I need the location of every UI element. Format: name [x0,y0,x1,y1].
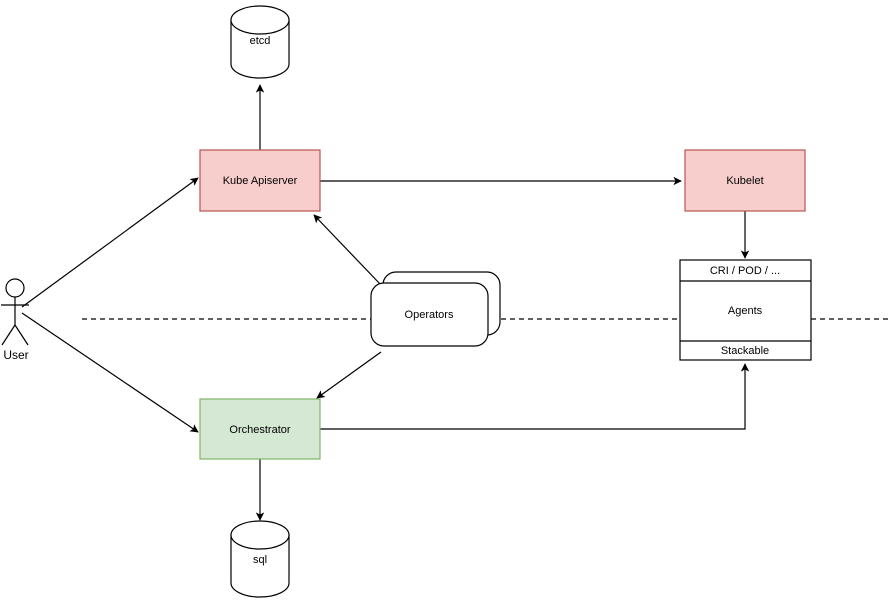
node-kubelet-label: Kubelet [726,175,763,187]
node-operators-label: Operators [405,309,454,321]
user-head-icon [5,278,25,298]
node-user[interactable]: User [1,278,29,362]
node-agents-cri-label: CRI / POD / ... [710,265,780,277]
node-orchestrator-label: Orchestrator [229,424,290,436]
operators-front-card [370,282,489,347]
node-etcd-label: etcd [250,35,271,47]
node-operators[interactable]: Operators [370,271,501,347]
node-kube-apiserver-label: Kube Apiserver [223,175,298,187]
edge-user-to-orchestrator [21,312,199,433]
edge-operators-to-orchestrator [316,351,382,399]
node-sql-label: sql [253,554,267,566]
edge-orchestrator-to-agents [320,363,750,430]
node-kube-apiserver[interactable]: Kube Apiserver [199,149,321,212]
node-kubelet[interactable]: Kubelet [684,149,806,212]
node-agents-label: Agents [728,305,763,317]
node-agents-stackable-label: Stackable [721,345,769,357]
node-etcd[interactable]: etcd [230,5,290,79]
node-sql[interactable]: sql [230,520,290,598]
node-orchestrator[interactable]: Orchestrator [199,398,321,460]
edge-user-to-kube-apiserver [21,177,199,308]
edge-operators-to-kube-apiserver [313,214,382,286]
node-user-label: User [3,348,28,362]
node-agents[interactable]: CRI / POD / ... Agents Stackable [679,259,812,361]
